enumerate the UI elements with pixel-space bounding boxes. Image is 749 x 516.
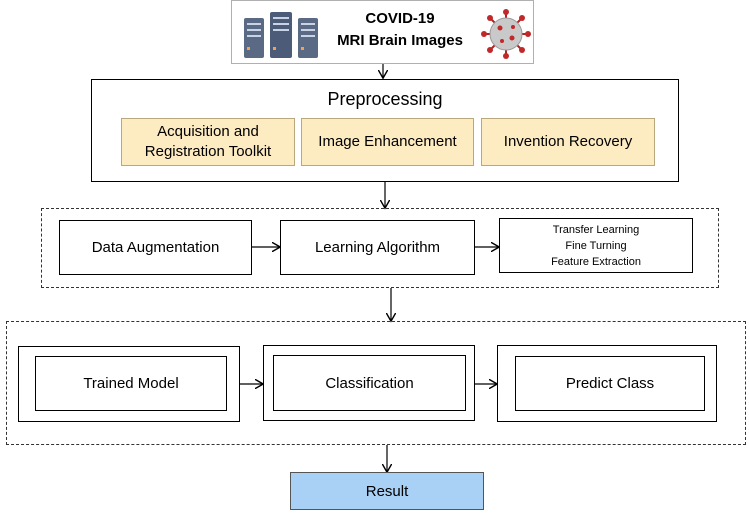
acquisition-line1: Acquisition and — [157, 123, 259, 140]
learning-stage-group — [41, 208, 719, 288]
input-title: COVID-19 MRI Brain Images — [330, 8, 470, 52]
preprocessing-title: Preprocessing — [327, 89, 443, 109]
acquisition-line2: Registration Toolkit — [144, 143, 272, 160]
input-title-line1: COVID-19 — [365, 10, 435, 27]
result-label: Result — [365, 482, 409, 500]
classification-box: Classification — [273, 355, 466, 411]
trained-model-box: Trained Model — [35, 356, 227, 411]
acquisition-registration-box: Acquisition and Registration Toolkit — [121, 118, 295, 166]
learning-algorithm-label: Learning Algorithm — [314, 239, 441, 256]
coronavirus-icon — [481, 9, 531, 59]
learning-algorithm-box: Learning Algorithm — [280, 220, 475, 275]
trained-model-label: Trained Model — [83, 375, 179, 392]
invention-recovery-box: Invention Recovery — [481, 118, 655, 166]
method-transfer-learning: Transfer Learning — [552, 223, 640, 236]
data-augmentation-box: Data Augmentation — [59, 220, 252, 275]
preprocessing-panel — [91, 79, 679, 182]
server-rack-icon — [244, 12, 318, 58]
predict-class-box: Predict Class — [515, 356, 705, 411]
predict-class-label: Predict Class — [565, 375, 655, 392]
image-enhancement-label: Image Enhancement — [318, 133, 457, 150]
learning-methods-box: Transfer Learning Fine Turning Feature E… — [499, 218, 693, 273]
data-augmentation-label: Data Augmentation — [91, 239, 220, 256]
prediction-stage-group — [6, 321, 746, 445]
result-box: Result — [290, 472, 484, 510]
input-title-line2: MRI Brain Images — [337, 32, 463, 49]
image-enhancement-box: Image Enhancement — [301, 118, 474, 166]
method-feature-extraction: Feature Extraction — [551, 255, 641, 268]
input-images-panel — [231, 0, 534, 64]
method-fine-turning: Fine Turning — [565, 239, 627, 252]
classification-label: Classification — [325, 374, 414, 392]
invention-recovery-label: Invention Recovery — [503, 133, 633, 150]
